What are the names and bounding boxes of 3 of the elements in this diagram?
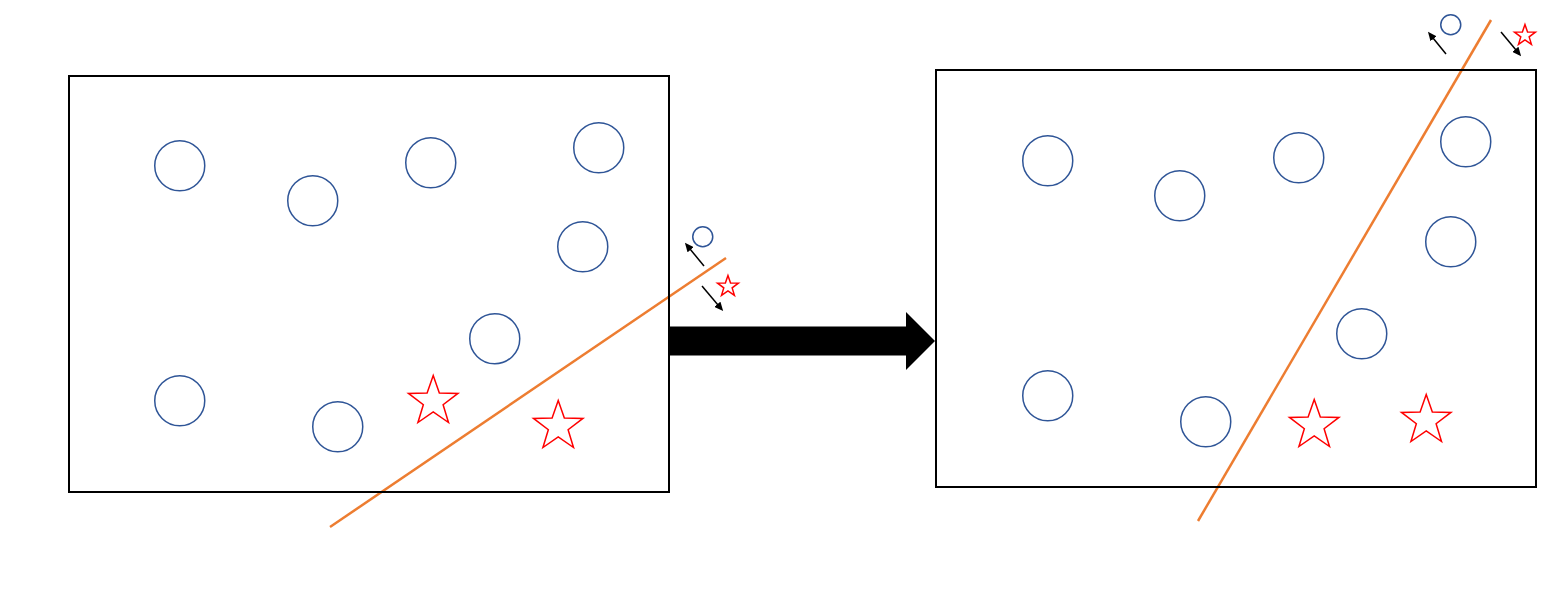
block-arrow [670,312,935,370]
panel-frame [68,75,670,493]
panel-frame [935,69,1537,488]
